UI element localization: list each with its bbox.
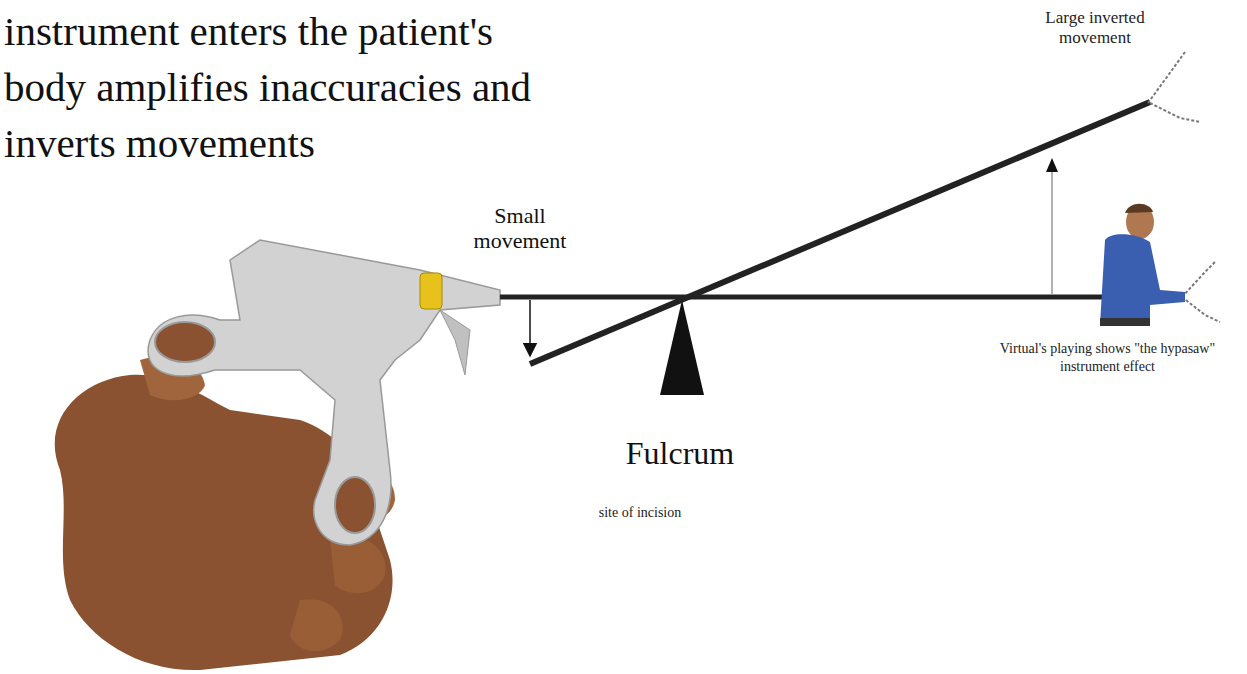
heading-note: instrument enters the patient's body amp…: [4, 4, 564, 171]
small-movement-label: Small movement: [455, 203, 585, 254]
large-movement-label: Large inverted movement: [1040, 8, 1150, 47]
surgeon-figure: [1100, 204, 1185, 326]
instrument-tips: [1148, 52, 1220, 322]
grasper-instrument: [148, 240, 500, 545]
small-arrow: [529, 300, 531, 350]
large-arrow: [1051, 160, 1053, 295]
virtual-note: Virtual's playing shows "the hypasaw" in…: [975, 340, 1240, 376]
neutral-shaft: [500, 295, 1182, 300]
fulcrum-label: Fulcrum: [595, 435, 765, 472]
fulcrum-triangle: [660, 300, 704, 395]
tilted-shaft: [530, 102, 1150, 364]
incision-label: site of incision: [580, 505, 700, 521]
